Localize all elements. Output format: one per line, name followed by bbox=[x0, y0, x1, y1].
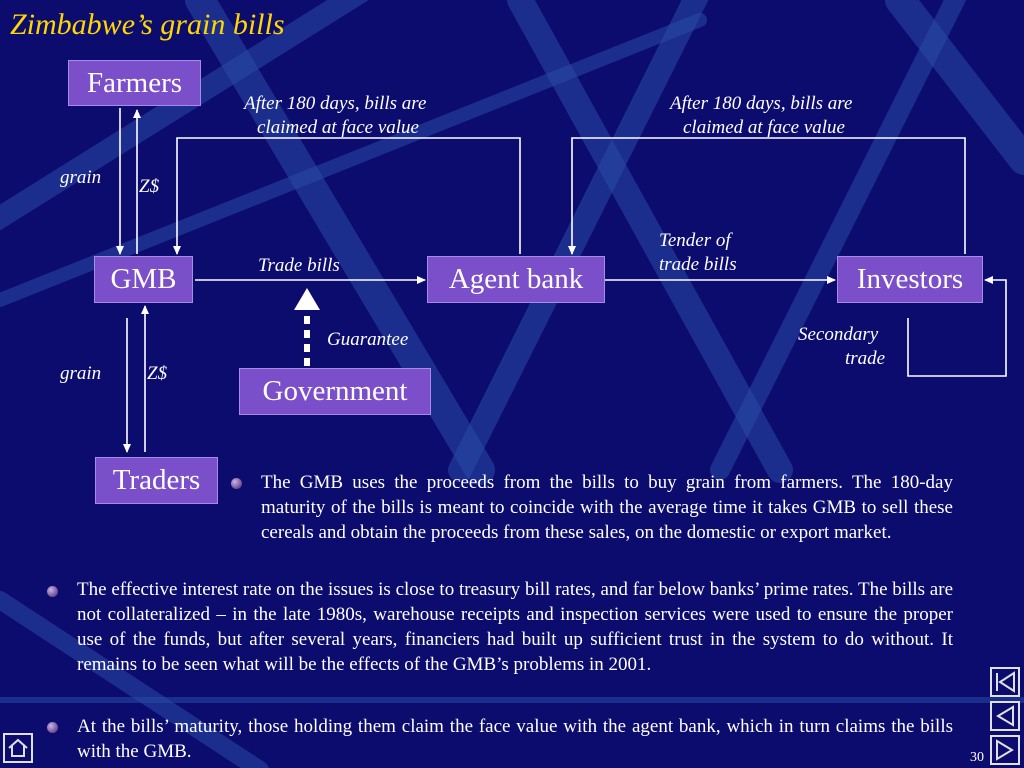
label-claim-right-line1: After 180 days, bills are bbox=[670, 93, 853, 114]
arrow-left-icon bbox=[996, 705, 1014, 727]
node-investors: Investors bbox=[837, 256, 983, 303]
label-guarantee: Guarantee bbox=[327, 329, 409, 350]
page-title: Zimbabwe’s grain bills bbox=[10, 8, 285, 41]
label-claim-left-line1: After 180 days, bills are bbox=[244, 93, 427, 114]
label-tender-line2: trade bills bbox=[659, 254, 737, 275]
next-slide-button[interactable] bbox=[990, 735, 1020, 765]
first-slide-button[interactable] bbox=[990, 667, 1020, 697]
bullet-icon bbox=[47, 586, 58, 597]
arrow-investors-claim-agent-bank bbox=[568, 137, 966, 255]
bullet-icon bbox=[231, 478, 242, 489]
node-farmers: Farmers bbox=[68, 60, 201, 106]
bullet-text-2: The effective interest rate on the issue… bbox=[77, 579, 953, 675]
label-secondary-line1: Secondary bbox=[798, 324, 879, 345]
node-agent-bank: Agent bank bbox=[427, 256, 605, 303]
label-secondary-line2: trade bbox=[845, 348, 886, 369]
label-claim-right-line2: claimed at face value bbox=[683, 117, 845, 138]
page-number: 30 bbox=[970, 750, 984, 765]
bullet-text-1: The GMB uses the proceeds from the bills… bbox=[261, 472, 953, 543]
node-gmb: GMB bbox=[94, 256, 193, 303]
arrow-secondary-trade bbox=[907, 276, 1007, 377]
node-government: Government bbox=[239, 368, 431, 415]
home-button[interactable] bbox=[3, 733, 33, 763]
previous-slide-button[interactable] bbox=[990, 701, 1020, 731]
label-trade-bills: Trade bills bbox=[258, 255, 340, 276]
bullet-icon bbox=[47, 722, 58, 733]
arrow-agent-bank-claim-gmb bbox=[173, 137, 521, 255]
skip-back-icon bbox=[996, 671, 1015, 693]
arrow-right-icon bbox=[996, 739, 1014, 761]
label-zd-farmers: Z$ bbox=[139, 176, 160, 197]
home-icon bbox=[8, 738, 28, 757]
label-grain-traders: grain bbox=[60, 363, 102, 384]
label-tender-line1: Tender of bbox=[659, 230, 731, 251]
label-grain-farmers: grain bbox=[60, 167, 102, 188]
bullet-text-3: At the bills’ maturity, those holding th… bbox=[77, 716, 953, 762]
label-zd-traders: Z$ bbox=[147, 363, 168, 384]
label-claim-left-line2: claimed at face value bbox=[257, 117, 419, 138]
node-traders: Traders bbox=[95, 457, 218, 504]
